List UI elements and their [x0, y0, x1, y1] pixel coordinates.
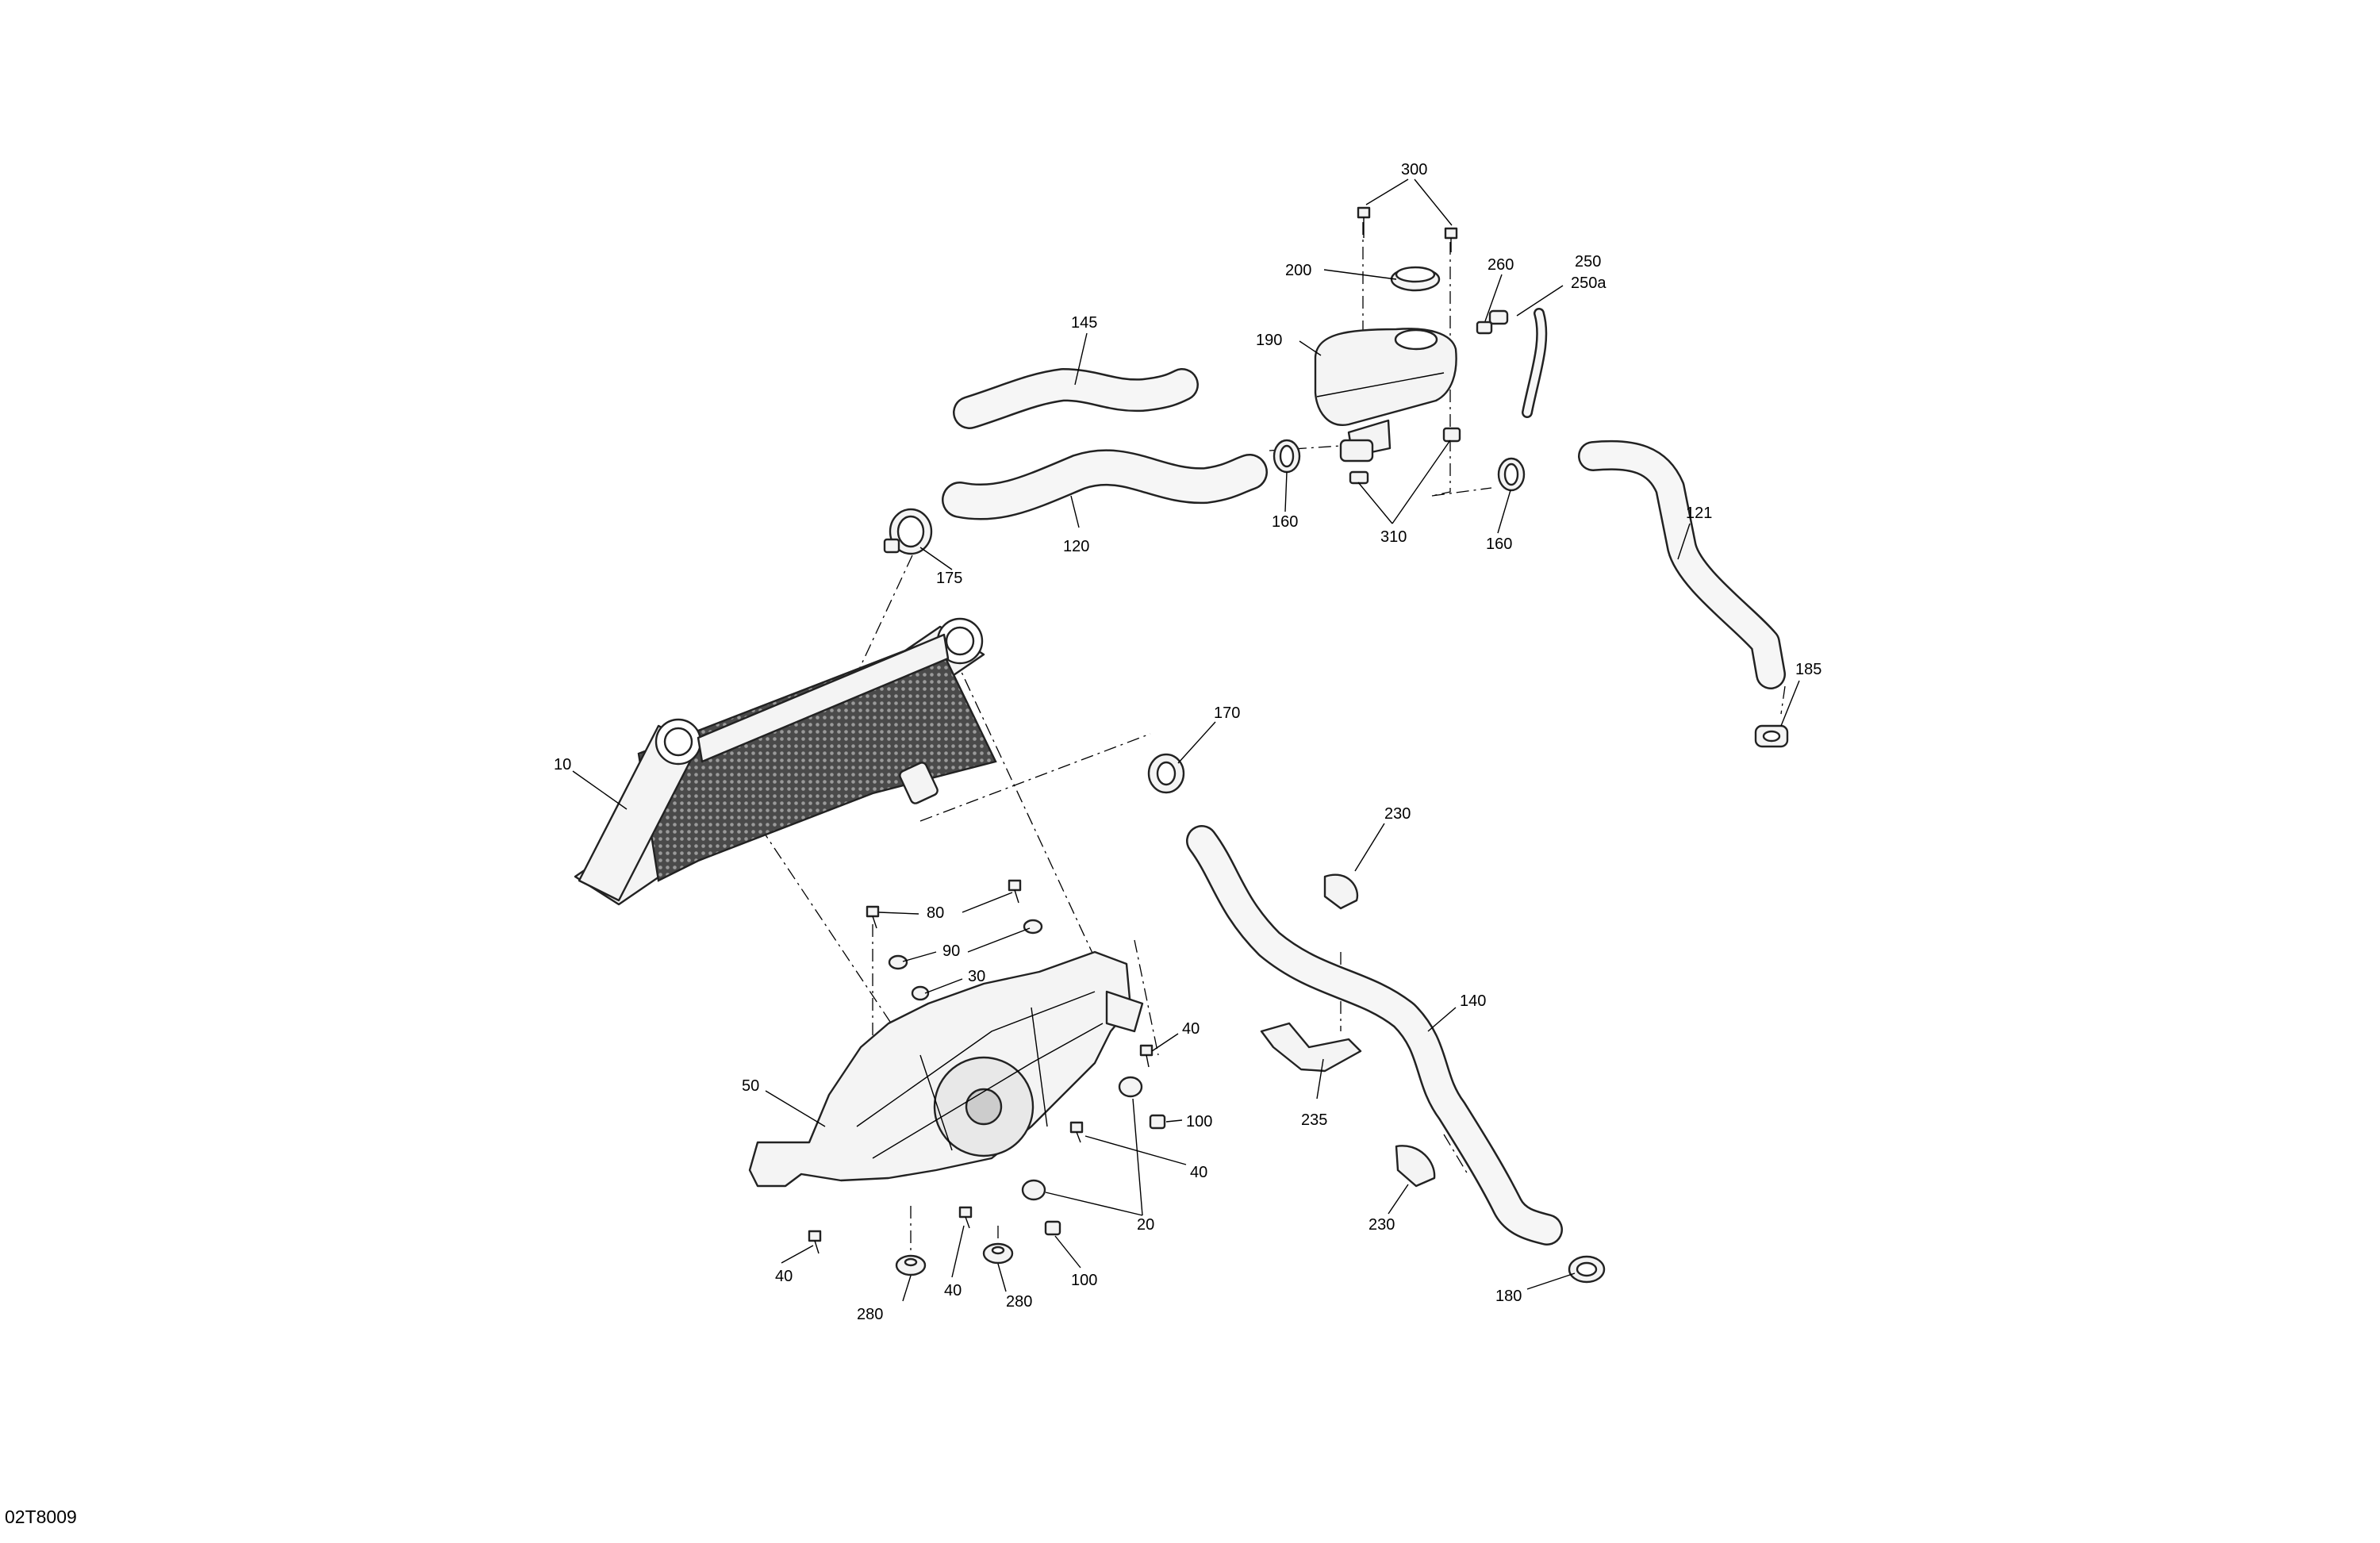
label-185: 185 — [1795, 661, 1821, 678]
label-120: 120 — [1063, 538, 1089, 555]
screw-80-left — [866, 905, 880, 929]
label-145: 145 — [1071, 314, 1097, 332]
foot-280-left — [895, 1254, 927, 1276]
clamp-180 — [1568, 1255, 1606, 1284]
expansion-tank — [1314, 328, 1457, 463]
label-235: 235 — [1301, 1111, 1327, 1129]
label-280-right: 280 — [1006, 1293, 1032, 1311]
screw-40-mid — [1069, 1121, 1084, 1143]
label-40-right: 40 — [1182, 1020, 1200, 1038]
label-140: 140 — [1460, 992, 1486, 1010]
label-175: 175 — [936, 570, 962, 587]
label-40-left: 40 — [775, 1268, 793, 1285]
label-180: 180 — [1495, 1288, 1522, 1305]
tank-cap — [1390, 266, 1441, 292]
fan-shroud-assembly — [748, 950, 1144, 1188]
grommet-30 — [911, 985, 930, 1001]
label-50: 50 — [742, 1077, 759, 1095]
label-90: 90 — [942, 942, 960, 960]
clamp-160-left — [1273, 439, 1301, 474]
label-160-right: 160 — [1486, 535, 1512, 553]
label-100-left: 100 — [1071, 1272, 1097, 1289]
clip-230-lower — [1395, 1145, 1436, 1188]
label-80: 80 — [927, 904, 944, 922]
label-20: 20 — [1137, 1216, 1154, 1234]
leader-lines — [572, 178, 1800, 1302]
hose-145 — [953, 368, 1199, 429]
label-190: 190 — [1256, 332, 1282, 349]
nut-100-left — [1044, 1220, 1061, 1236]
washer-90-left — [888, 954, 908, 970]
label-250a: 250a — [1571, 274, 1606, 292]
nut-100-right — [1149, 1114, 1166, 1130]
screw-40-center — [958, 1206, 973, 1229]
fitting-260 — [1476, 320, 1493, 335]
label-121: 121 — [1686, 505, 1712, 522]
label-260: 260 — [1488, 256, 1514, 274]
label-170: 170 — [1214, 704, 1240, 722]
label-310: 310 — [1380, 528, 1407, 546]
label-100-right: 100 — [1186, 1113, 1212, 1130]
radiator — [574, 617, 997, 906]
clamp-175 — [883, 508, 933, 555]
callout-labels: 300 200 260 250 250a 145 190 120 160 310… — [554, 161, 1821, 1323]
screw-40-right — [1139, 1044, 1154, 1068]
grommet-20-left — [1021, 1179, 1046, 1201]
screw-300-left — [1357, 206, 1371, 238]
vent-tube — [1488, 308, 1548, 418]
clamp-160-right — [1497, 457, 1526, 492]
label-200: 200 — [1285, 262, 1311, 279]
bracket-235 — [1260, 1022, 1362, 1073]
nut-310-right — [1442, 427, 1461, 443]
label-30: 30 — [968, 968, 985, 985]
clip-230-upper — [1323, 873, 1359, 910]
nut-310-left — [1349, 470, 1369, 485]
label-300: 300 — [1401, 161, 1427, 178]
label-160-left: 160 — [1272, 513, 1298, 531]
hose-140 — [1186, 825, 1563, 1246]
diagram-code: 02T8009 — [5, 1507, 77, 1527]
fasteners — [808, 206, 1493, 1276]
foot-280-right — [982, 1242, 1014, 1265]
label-40-center: 40 — [944, 1282, 962, 1299]
hose-120 — [942, 449, 1268, 520]
label-230-lower: 230 — [1368, 1216, 1395, 1234]
label-40-mid: 40 — [1190, 1164, 1207, 1181]
hose-121 — [1578, 439, 1786, 689]
washer-90-right — [1023, 919, 1043, 935]
label-250: 250 — [1575, 253, 1601, 271]
grommet-20-right — [1118, 1076, 1143, 1098]
label-230-upper: 230 — [1384, 805, 1411, 823]
screw-80-right — [1008, 879, 1022, 904]
clamp-185 — [1754, 724, 1789, 748]
screw-40-left — [808, 1230, 822, 1254]
screw-300-right — [1444, 227, 1458, 252]
label-10: 10 — [554, 756, 571, 773]
clamp-170 — [1147, 753, 1185, 794]
label-280-left: 280 — [857, 1306, 883, 1323]
